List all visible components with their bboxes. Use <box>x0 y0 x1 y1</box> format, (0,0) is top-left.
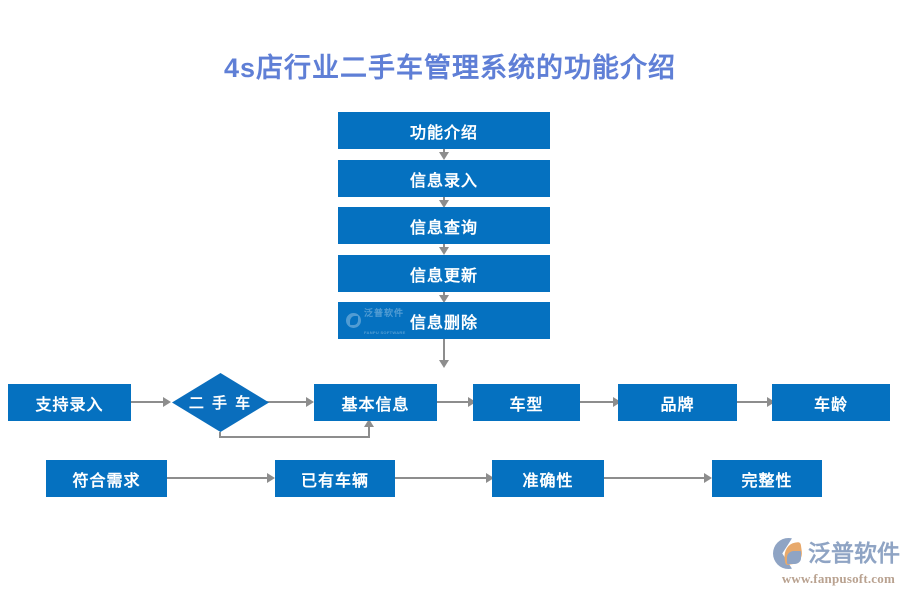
node-品牌[interactable]: 品牌 <box>618 384 737 421</box>
connector-b3-b4 <box>604 477 709 479</box>
node-label: 信息查询 <box>409 219 478 237</box>
node-label: 功能介绍 <box>409 124 478 142</box>
brand-logo-row: 泛普软件 <box>773 538 900 569</box>
connector-v5-row <box>443 339 445 366</box>
node-完整性[interactable]: 完整性 <box>712 460 822 497</box>
node-已有车辆[interactable]: 已有车辆 <box>275 460 395 497</box>
node-信息录入[interactable]: 信息录入 <box>338 160 550 197</box>
node-label: 品牌 <box>660 396 695 414</box>
brand-name: 泛普软件 <box>808 540 900 566</box>
connector-r4-r5 <box>580 401 618 403</box>
node-label: 车型 <box>509 396 544 414</box>
logo-swoosh-secondary-shape <box>787 551 801 564</box>
node-label: 车龄 <box>813 396 848 414</box>
arrowhead-v2-v3 <box>439 200 449 208</box>
connector-b1-b2 <box>167 477 272 479</box>
node-支持录入[interactable]: 支持录入 <box>8 384 131 421</box>
arrowhead-b2-b3 <box>486 473 494 483</box>
page-title: 4s店行业二手车管理系统的功能介绍 <box>223 53 677 83</box>
arrowhead-b1-b2 <box>267 473 275 483</box>
arrowhead-feedback-loop <box>364 419 374 427</box>
connector-r5-r6 <box>737 401 772 403</box>
node-label: 信息删除 <box>409 314 478 332</box>
fanpu-watermark-icon: 泛普软件 FANPU SOFTWARE <box>346 303 406 339</box>
node-车龄[interactable]: 车龄 <box>772 384 890 421</box>
arrowhead-b3-b4 <box>704 473 712 483</box>
fanpu-logo-mark-icon <box>346 313 361 328</box>
node-符合需求[interactable]: 符合需求 <box>46 460 167 497</box>
arrowhead-v4-v5 <box>439 295 449 303</box>
node-信息删除[interactable]: 泛普软件 FANPU SOFTWARE 信息删除 <box>338 302 550 339</box>
feedback-loop-segment-up <box>368 424 370 437</box>
node-信息更新[interactable]: 信息更新 <box>338 255 550 292</box>
watermark-name: 泛普软件 <box>364 307 405 318</box>
arrowhead-r5-r6 <box>767 397 775 407</box>
arrowhead-v1-v2 <box>439 152 449 160</box>
node-label: 支持录入 <box>35 396 104 414</box>
connector-r2-r3 <box>265 401 311 403</box>
node-label: 基本信息 <box>341 396 410 414</box>
arrowhead-v3-v4 <box>439 247 449 255</box>
fanpu-logo-mark-icon <box>773 538 804 569</box>
node-label: 信息更新 <box>409 267 478 285</box>
arrowhead-r1-r2 <box>163 397 171 407</box>
node-label: 符合需求 <box>72 472 141 490</box>
feedback-loop-segment-across <box>219 436 370 438</box>
node-label: 信息录入 <box>409 172 478 190</box>
arrowhead-r4-r5 <box>613 397 621 407</box>
arrowhead-r2-r3 <box>306 397 314 407</box>
watermark-sub: FANPU SOFTWARE <box>364 329 406 335</box>
node-准确性[interactable]: 准确性 <box>492 460 604 497</box>
node-label: 二 手 车 <box>188 395 253 412</box>
connector-r1-r2 <box>131 401 168 403</box>
feedback-loop-segment-down <box>219 432 221 438</box>
brand-url: www.fanpusoft.com <box>781 571 895 586</box>
node-label: 已有车辆 <box>300 472 369 490</box>
node-信息查询[interactable]: 信息查询 <box>338 207 550 244</box>
arrowhead-v5-row <box>439 360 449 368</box>
node-基本信息[interactable]: 基本信息 <box>314 384 437 421</box>
node-车型[interactable]: 车型 <box>473 384 580 421</box>
brand-logo: 泛普软件 www.fanpusoft.com <box>773 538 900 590</box>
node-二手车[interactable]: 二 手 车 <box>172 373 269 432</box>
connector-b2-b3 <box>395 477 491 479</box>
node-label: 准确性 <box>522 472 574 490</box>
arrowhead-r3-r4 <box>468 397 476 407</box>
connector-r3-r4 <box>437 401 473 403</box>
node-功能介绍[interactable]: 功能介绍 <box>338 112 550 149</box>
node-label: 完整性 <box>741 472 793 490</box>
